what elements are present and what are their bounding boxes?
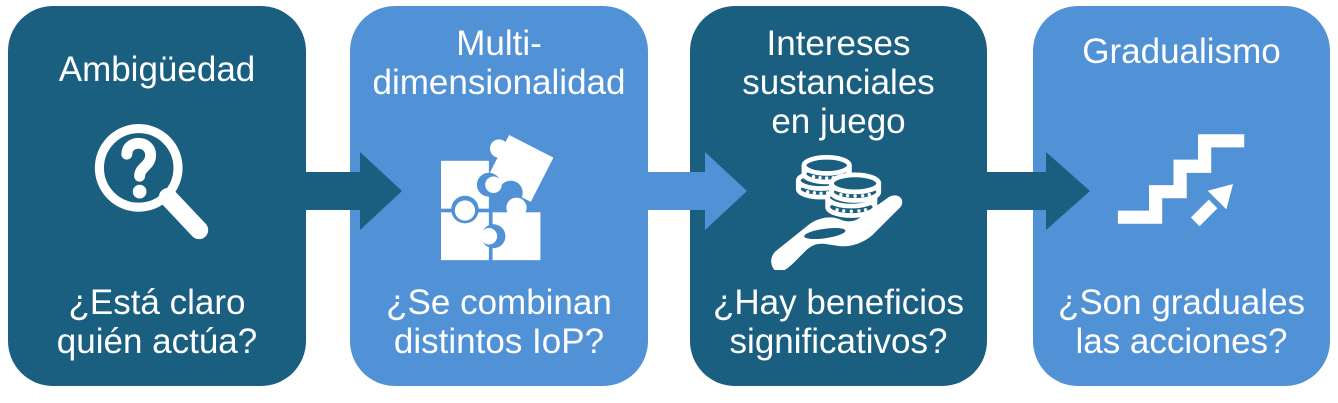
step-question: ¿Está claro quién actúa? bbox=[57, 283, 257, 386]
question-line: distintos IoP? bbox=[393, 321, 605, 361]
question-line: significativos? bbox=[729, 321, 948, 361]
title-line: sustanciales bbox=[742, 63, 935, 103]
flow-arrow-1 bbox=[296, 152, 402, 230]
title-line: dimensionalidad bbox=[372, 63, 626, 103]
title-line: Intereses bbox=[766, 24, 911, 63]
puzzle-pieces-icon bbox=[350, 102, 648, 282]
step-card-ambiguedad: Ambigüedad ¿Está claro quién actúa? bbox=[8, 6, 306, 386]
question-line: ¿Son graduales bbox=[1057, 282, 1306, 322]
question-line: ¿Está claro bbox=[68, 282, 246, 322]
question-line: quién actúa? bbox=[56, 321, 258, 361]
question-line: las acciones? bbox=[1075, 321, 1288, 361]
stairs-growth-icon bbox=[1033, 71, 1330, 282]
step-title: Intereses sustanciales en juego bbox=[742, 6, 935, 142]
step-title: Gradualismo bbox=[1082, 6, 1280, 71]
step-question: ¿Hay beneficios significativos? bbox=[713, 283, 964, 386]
step-title: Ambigüedad bbox=[59, 6, 256, 89]
title-line: en juego bbox=[771, 102, 906, 142]
title-line: Gradualismo bbox=[1082, 32, 1281, 71]
step-question: ¿Son graduales las acciones? bbox=[1058, 283, 1305, 386]
magnifier-question-icon bbox=[8, 89, 306, 282]
step-card-intereses-sustanciales: Intereses sustanciales en juego bbox=[690, 6, 987, 386]
step-title: Multi- dimensionalidad bbox=[373, 6, 626, 102]
question-line: ¿Hay beneficios bbox=[713, 282, 964, 322]
question-line: ¿Se combinan bbox=[386, 282, 612, 322]
step-question: ¿Se combinan distintos IoP? bbox=[386, 283, 612, 386]
title-line: Multi- bbox=[456, 24, 542, 63]
title-line: Ambigüedad bbox=[58, 50, 256, 89]
step-card-multidimensionalidad: Multi- dimensionalidad bbox=[350, 6, 648, 386]
flow-arrow-2 bbox=[639, 152, 747, 230]
flow-arrow-3 bbox=[978, 152, 1090, 230]
coins-in-hand-icon bbox=[690, 142, 987, 283]
